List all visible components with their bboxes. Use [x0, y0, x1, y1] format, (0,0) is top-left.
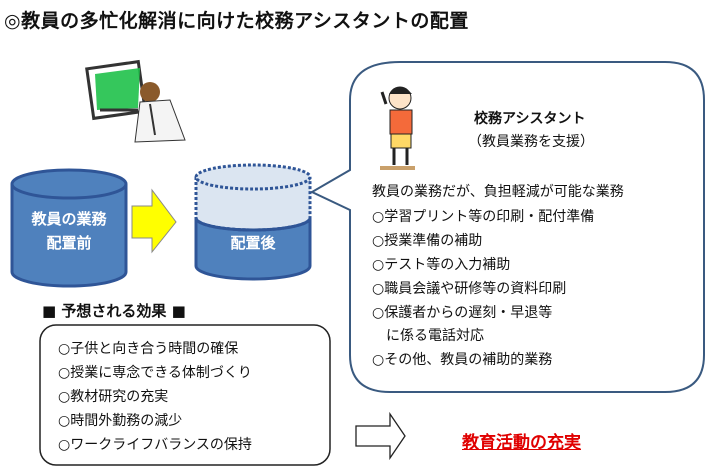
- assistant-illustration: [380, 86, 415, 170]
- task-item: に係る電話対応: [372, 328, 484, 344]
- effect-item: ○授業に専念できる体制づくり: [58, 365, 252, 381]
- result-arrow: [355, 411, 406, 461]
- teacher-illustration: [85, 59, 186, 143]
- yellow-arrow: [131, 188, 177, 254]
- task-item: ○テスト等の入力補助: [372, 257, 511, 273]
- effect-item: ○ワークライフバランスの保持: [58, 437, 252, 453]
- assistant-title: 校務アシスタント: [474, 111, 586, 127]
- after-label: 配置後: [230, 234, 276, 252]
- cylinder-after: [194, 163, 312, 281]
- effects-box: [39, 324, 331, 466]
- cylinder-before: [10, 168, 128, 288]
- task-item: ○その他、教員の補助的業務: [372, 352, 553, 368]
- task-item: ○職員会議や研修等の資料印刷: [372, 281, 567, 297]
- result-text: 教育活動の充実: [462, 433, 581, 453]
- effect-item: ○子供と向き合う時間の確保: [58, 341, 239, 357]
- task-item: ○授業準備の補助: [372, 233, 483, 249]
- before-line2: 配置前: [46, 234, 92, 252]
- effects-heading: ■ 予想される効果 ■: [42, 302, 186, 320]
- assistant-lead: 教員の業務だが、負担軽減が可能な業務: [372, 184, 624, 200]
- effect-item: ○教材研究の充実: [58, 389, 169, 405]
- task-item: ○学習プリント等の印刷・配付準備: [372, 209, 595, 225]
- effect-item: ○時間外勤務の減少: [58, 413, 183, 429]
- page-title: ◎教員の多忙化解消に向けた校務アシスタントの配置: [4, 10, 469, 32]
- before-line1: 教員の業務: [31, 210, 107, 228]
- task-item: ○保護者からの遅刻・早退等: [372, 305, 553, 321]
- assistant-subtitle: （教員業務を支援）: [468, 134, 594, 150]
